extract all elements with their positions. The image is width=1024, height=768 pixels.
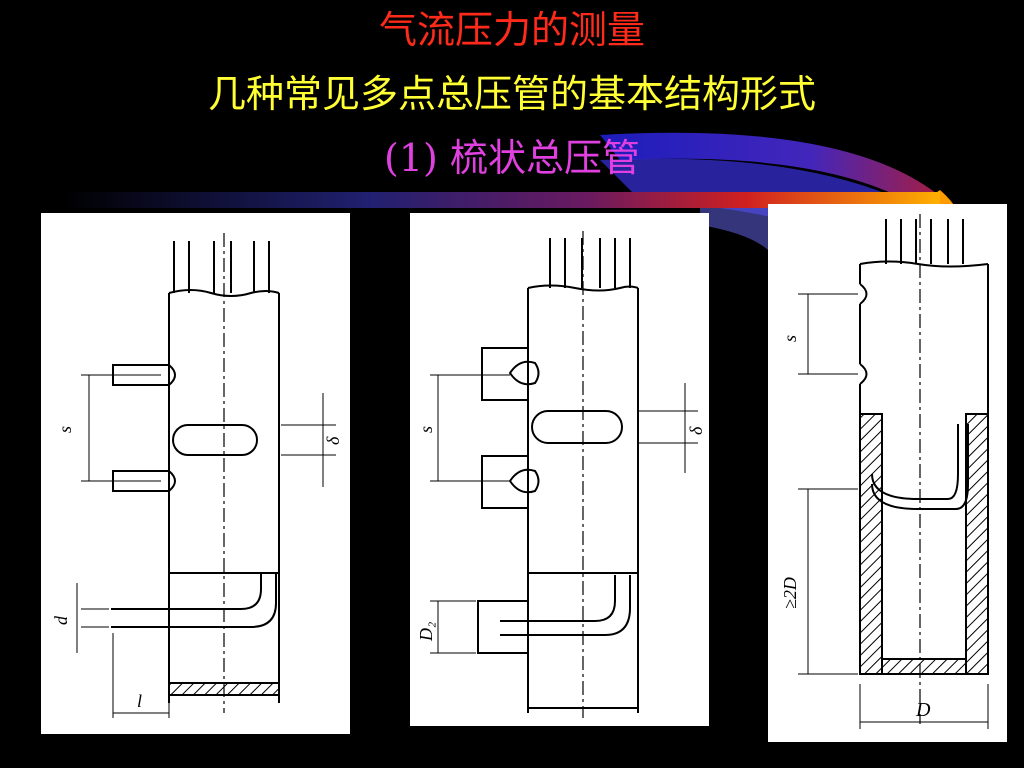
fig2-label-D2: D₂: [416, 622, 436, 642]
fig3-label-s: s: [780, 335, 800, 342]
comb-probe-figure-1: s δ d l: [51, 233, 343, 718]
fig1-label-l: l: [137, 691, 142, 711]
comb-probe-figure-3: s ≥2D D: [780, 214, 989, 729]
figure-2-panel: s δ D₂: [410, 213, 709, 726]
fig1-label-delta: δ: [323, 436, 343, 445]
figure-3-panel: s ≥2D D: [768, 204, 1007, 742]
fig2-label-delta: δ: [686, 426, 706, 435]
fig1-label-s: s: [55, 426, 75, 433]
title-item: (1) 梳状总压管: [384, 136, 640, 180]
fig1-label-d: d: [51, 615, 71, 625]
fig2-label-s: s: [416, 426, 436, 433]
comb-probe-figure-2: s δ D₂: [416, 231, 706, 718]
title-main: 气流压力的测量: [378, 8, 645, 52]
title-sub: 几种常见多点总压管的基本结构形式: [207, 72, 816, 116]
fig3-label-2D: ≥2D: [780, 577, 800, 609]
figure-1-panel: s δ d l: [41, 213, 350, 734]
fig3-label-D: D: [915, 699, 931, 721]
